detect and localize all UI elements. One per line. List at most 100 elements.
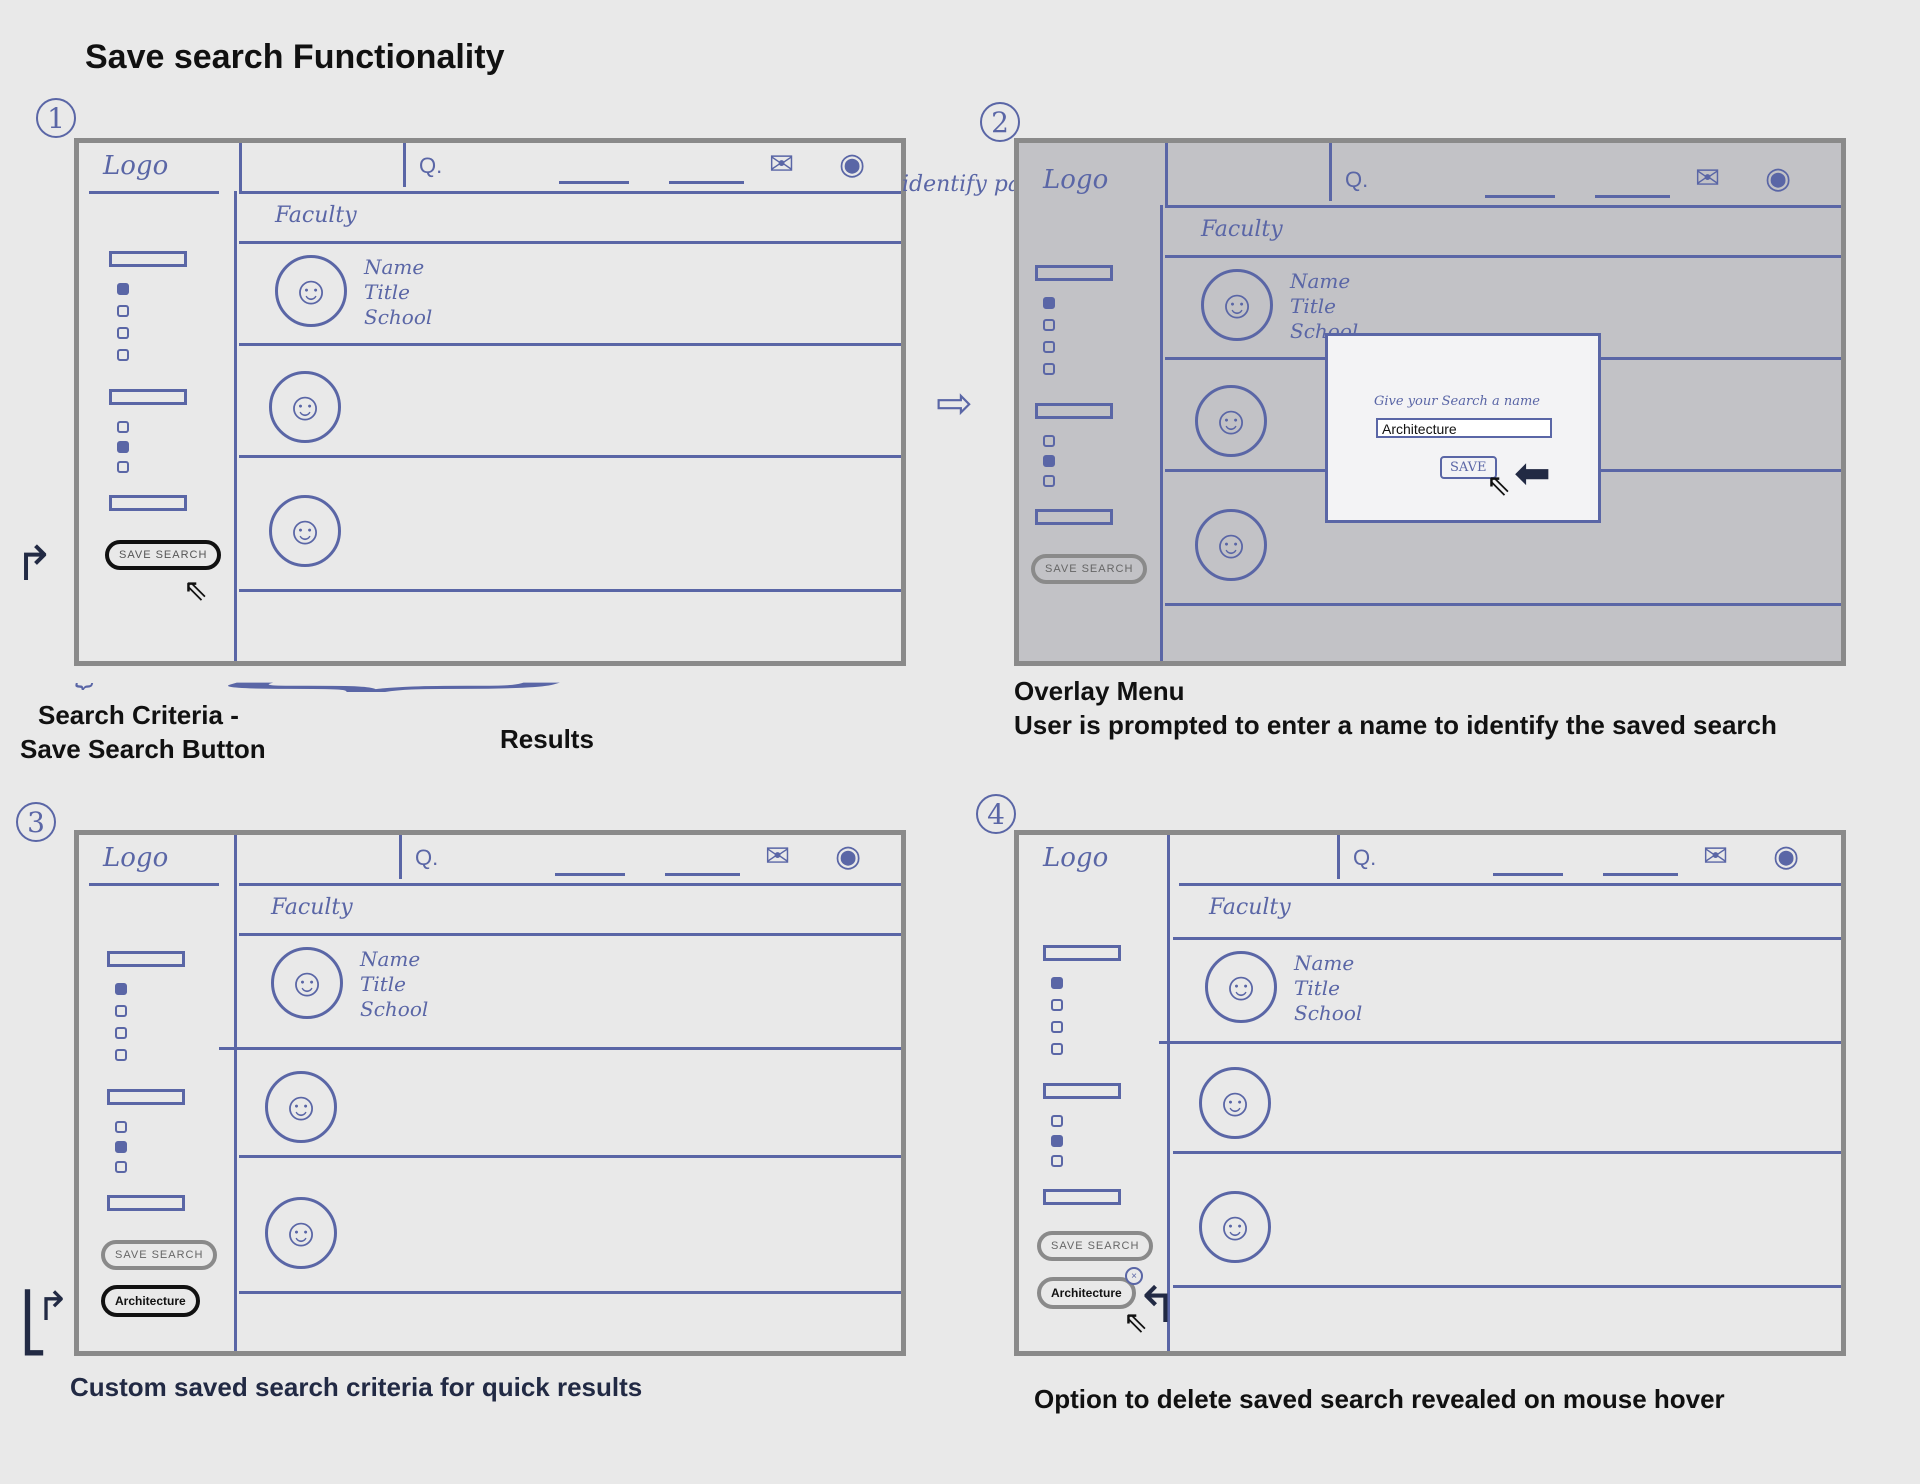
nav-link[interactable] <box>559 181 629 184</box>
filter-checkbox[interactable] <box>117 441 129 453</box>
nav-link[interactable] <box>555 873 625 876</box>
filter-checkbox[interactable] <box>1043 319 1055 331</box>
save-search-button[interactable]: SAVE SEARCH <box>101 1240 218 1270</box>
search-icon[interactable]: Q. <box>419 153 443 178</box>
saved-search-architecture[interactable]: Architecture <box>101 1285 200 1317</box>
save-search-button[interactable]: SAVE SEARCH <box>1031 554 1148 584</box>
sidebar-divider <box>1167 835 1170 1351</box>
filter-checkbox[interactable] <box>117 305 129 317</box>
row-divider <box>239 933 901 936</box>
avatar: ☺ <box>1205 951 1277 1023</box>
filter-checkbox[interactable] <box>1043 297 1055 309</box>
filter-checkbox[interactable] <box>1043 341 1055 353</box>
search-icon[interactable]: Q. <box>1353 845 1377 870</box>
save-search-modal: Give your Search a name Architecture SAV… <box>1325 333 1601 523</box>
step-number-4: 4 <box>976 794 1016 834</box>
filter-dropdown[interactable] <box>109 495 187 511</box>
filter-checkbox[interactable] <box>1051 1135 1063 1147</box>
filter-checkbox[interactable] <box>117 283 129 295</box>
avatar: ☺ <box>265 1071 337 1143</box>
caption-custom-saved: Custom saved search criteria for quick r… <box>70 1372 643 1402</box>
brace-icon: ⏟ <box>76 654 94 689</box>
section-title: Faculty <box>275 203 357 228</box>
row-divider <box>239 343 901 346</box>
mail-icon[interactable]: ✉ <box>765 840 791 873</box>
result-meta: Name Title School <box>360 947 428 1022</box>
filter-dropdown[interactable] <box>109 251 187 267</box>
save-search-button[interactable]: SAVE SEARCH <box>105 540 222 570</box>
user-icon[interactable]: ◉ <box>1765 162 1792 195</box>
avatar: ☺ <box>1195 385 1267 457</box>
filter-checkbox[interactable] <box>1043 475 1055 487</box>
filter-checkbox[interactable] <box>117 327 129 339</box>
row-divider <box>239 455 901 458</box>
filter-checkbox[interactable] <box>115 1121 127 1133</box>
filter-checkbox[interactable] <box>117 421 129 433</box>
search-icon[interactable]: Q. <box>415 845 439 870</box>
user-icon[interactable]: ◉ <box>839 148 866 181</box>
caption-overlay-desc: User is prompted to enter a name to iden… <box>1014 710 1777 740</box>
filter-dropdown[interactable] <box>1043 1083 1121 1099</box>
avatar: ☺ <box>1195 509 1267 581</box>
nav-link[interactable] <box>665 873 740 876</box>
section-title: Faculty <box>1209 895 1291 920</box>
row-divider <box>239 589 901 592</box>
filter-dropdown[interactable] <box>109 389 187 405</box>
arrow-icon: ⬅ <box>1514 449 1551 498</box>
filter-checkbox[interactable] <box>1051 1155 1063 1167</box>
user-icon[interactable]: ◉ <box>1773 840 1800 873</box>
search-name-input[interactable]: Architecture <box>1376 418 1552 438</box>
result-title: Title <box>364 280 411 304</box>
filter-dropdown[interactable] <box>107 1089 185 1105</box>
filter-checkbox[interactable] <box>115 1141 127 1153</box>
filter-dropdown[interactable] <box>1043 1189 1121 1205</box>
filter-checkbox[interactable] <box>115 1027 127 1039</box>
filter-checkbox[interactable] <box>1051 1043 1063 1055</box>
saved-search-architecture[interactable]: Architecture <box>1037 1277 1136 1309</box>
nav-link[interactable] <box>1493 873 1563 876</box>
result-name: Name <box>1294 951 1355 975</box>
filter-checkbox[interactable] <box>1051 1021 1063 1033</box>
arrow-icon: ↱ <box>36 1285 70 1329</box>
modal-save-button[interactable]: SAVE <box>1440 456 1497 479</box>
result-school: School <box>1294 1001 1363 1025</box>
row-divider <box>239 241 901 244</box>
filter-dropdown[interactable] <box>1043 945 1121 961</box>
filter-checkbox[interactable] <box>1043 363 1055 375</box>
cursor-icon: ⇖ <box>1486 469 1512 502</box>
filter-checkbox[interactable] <box>115 983 127 995</box>
filter-dropdown[interactable] <box>1035 265 1113 281</box>
filter-dropdown[interactable] <box>107 951 185 967</box>
filter-checkbox[interactable] <box>1051 977 1063 989</box>
nav-link[interactable] <box>669 181 744 184</box>
result-school: School <box>364 305 433 329</box>
avatar: ☺ <box>1201 269 1273 341</box>
sidebar-divider <box>234 191 237 661</box>
arrow-icon: ↰ <box>1136 1277 1178 1333</box>
filter-checkbox[interactable] <box>115 1161 127 1173</box>
filter-checkbox[interactable] <box>1043 435 1055 447</box>
filter-dropdown[interactable] <box>1035 403 1113 419</box>
mail-icon[interactable]: ✉ <box>769 148 795 181</box>
nav-link[interactable] <box>1485 195 1555 198</box>
nav-link[interactable] <box>1595 195 1670 198</box>
filter-checkbox[interactable] <box>115 1049 127 1061</box>
filter-checkbox[interactable] <box>115 1005 127 1017</box>
filter-checkbox[interactable] <box>1051 999 1063 1011</box>
nav-link[interactable] <box>1603 873 1678 876</box>
user-icon[interactable]: ◉ <box>835 840 862 873</box>
wireframe-1: Logo Q. ✉ ◉ Faculty ☺ Name Title School … <box>74 138 906 666</box>
filter-checkbox[interactable] <box>117 349 129 361</box>
filter-checkbox[interactable] <box>1051 1115 1063 1127</box>
search-icon[interactable]: Q. <box>1345 167 1369 192</box>
filter-checkbox[interactable] <box>117 461 129 473</box>
filter-dropdown[interactable] <box>107 1195 185 1211</box>
filter-dropdown[interactable] <box>1035 509 1113 525</box>
delete-saved-search-icon[interactable]: × <box>1125 1267 1143 1285</box>
avatar: ☺ <box>275 255 347 327</box>
header-divider <box>239 883 901 886</box>
filter-checkbox[interactable] <box>1043 455 1055 467</box>
mail-icon[interactable]: ✉ <box>1695 162 1721 195</box>
mail-icon[interactable]: ✉ <box>1703 840 1729 873</box>
save-search-button[interactable]: SAVE SEARCH <box>1037 1231 1154 1261</box>
